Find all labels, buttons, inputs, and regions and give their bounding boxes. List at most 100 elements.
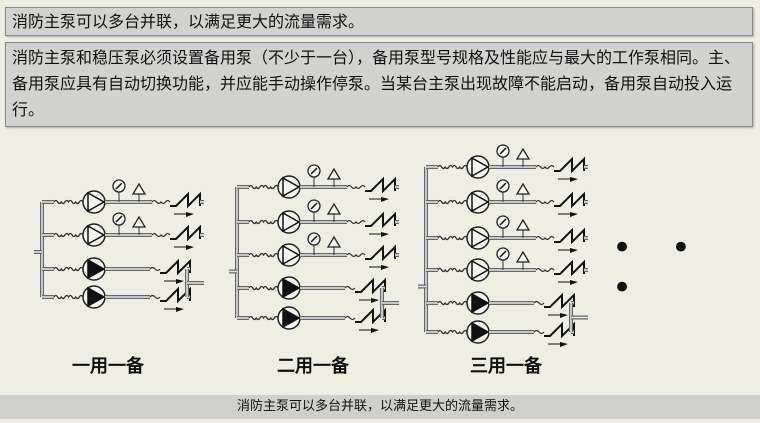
flexible-joint bbox=[535, 235, 555, 241]
standby-pump-triangle bbox=[87, 258, 106, 280]
flexible-joint bbox=[437, 300, 468, 306]
working-pump-triangle bbox=[471, 227, 490, 249]
standby-pump-triangle bbox=[87, 286, 106, 308]
flexible-joint bbox=[344, 285, 356, 291]
flow-arrow-head bbox=[381, 232, 389, 237]
working-pump-triangle bbox=[471, 191, 490, 213]
gauge-needle bbox=[115, 215, 123, 223]
working-pump-triangle bbox=[282, 244, 301, 266]
flexible-joint bbox=[248, 285, 279, 291]
check-valve-icon bbox=[544, 292, 575, 310]
relief-valve-icon bbox=[131, 215, 147, 228]
relief-valve-icon bbox=[326, 202, 342, 215]
flexible-joint bbox=[437, 267, 468, 273]
flexible-joint bbox=[53, 232, 84, 238]
diagram-label-1: 一用一备 bbox=[72, 356, 144, 377]
flexible-joint bbox=[53, 294, 84, 300]
footer-bar: 消防主泵可以多台并联，以满足更大的流量需求。 bbox=[0, 395, 760, 419]
flow-arrow-head bbox=[186, 212, 194, 217]
headline-box: 消防主泵可以多台并联，以满足更大的流量需求。 bbox=[5, 7, 753, 36]
flexible-joint bbox=[248, 219, 279, 225]
check-valve-icon bbox=[170, 191, 201, 209]
ellipsis: • • • bbox=[612, 228, 705, 308]
standby-pump-triangle bbox=[282, 277, 301, 299]
relief-valve-icon bbox=[515, 250, 531, 263]
flexible-joint bbox=[535, 164, 555, 170]
gauge-needle bbox=[499, 250, 507, 258]
check-valve-icon bbox=[554, 259, 585, 277]
gauge-needle bbox=[310, 235, 318, 243]
relief-valve-icon bbox=[326, 235, 342, 248]
flow-arrow-head bbox=[560, 342, 568, 347]
gauge-needle bbox=[115, 182, 123, 190]
gauge-needle bbox=[310, 167, 318, 175]
check-valve-icon bbox=[554, 227, 585, 245]
gauge-needle bbox=[499, 218, 507, 226]
flexible-joint bbox=[346, 219, 366, 225]
working-pump-triangle bbox=[87, 224, 106, 246]
check-valve-icon bbox=[365, 244, 396, 262]
flexible-joint bbox=[437, 329, 468, 335]
flexible-joint bbox=[248, 252, 279, 258]
flexible-joint bbox=[533, 329, 545, 335]
flow-arrow-head bbox=[176, 279, 184, 284]
standby-pump-triangle bbox=[282, 307, 301, 329]
flexible-joint bbox=[437, 164, 468, 170]
flow-arrow-head bbox=[570, 212, 578, 217]
description-text: 消防主泵和稳压泵必须设置备用泵（不少于一台），备用泵型号规格及性能应与最大的工作… bbox=[12, 48, 741, 119]
flexible-joint bbox=[346, 252, 366, 258]
flexible-joint bbox=[533, 300, 545, 306]
check-valve-icon bbox=[355, 307, 386, 325]
working-pump-triangle bbox=[471, 156, 490, 178]
check-valve-icon bbox=[544, 321, 575, 339]
relief-valve-icon bbox=[515, 218, 531, 231]
flow-arrow-head bbox=[371, 298, 379, 303]
flexible-joint bbox=[149, 294, 161, 300]
working-pump-triangle bbox=[282, 211, 301, 233]
diagram-label-3: 三用一备 bbox=[470, 356, 542, 377]
relief-valve-icon bbox=[515, 182, 531, 195]
check-valve-icon bbox=[365, 176, 396, 194]
working-pump-triangle bbox=[282, 176, 301, 198]
flexible-joint bbox=[248, 184, 279, 190]
flexible-joint bbox=[151, 199, 171, 205]
check-valve-icon bbox=[365, 211, 396, 229]
flexible-joint bbox=[53, 199, 84, 205]
relief-valve-icon bbox=[131, 182, 147, 195]
flow-arrow-head bbox=[381, 197, 389, 202]
flow-arrow-head bbox=[176, 307, 184, 312]
flow-arrow-head bbox=[371, 328, 379, 333]
flow-arrow-head bbox=[570, 177, 578, 182]
flow-arrow-head bbox=[570, 248, 578, 253]
gauge-needle bbox=[499, 182, 507, 190]
check-valve-icon bbox=[355, 277, 386, 295]
check-valve-icon bbox=[170, 224, 201, 242]
flow-arrow-head bbox=[186, 245, 194, 250]
flexible-joint bbox=[151, 232, 171, 238]
flexible-joint bbox=[437, 235, 468, 241]
flow-arrow-head bbox=[560, 313, 568, 318]
standby-pump-triangle bbox=[471, 292, 490, 314]
flexible-joint bbox=[248, 315, 279, 321]
check-valve-icon bbox=[554, 156, 585, 174]
flexible-joint bbox=[535, 267, 555, 273]
flexible-joint bbox=[437, 199, 468, 205]
flexible-joint bbox=[149, 266, 161, 272]
relief-valve-icon bbox=[515, 147, 531, 160]
flow-arrow-head bbox=[381, 265, 389, 270]
flexible-joint bbox=[53, 266, 84, 272]
flexible-joint bbox=[344, 315, 356, 321]
check-valve-icon bbox=[160, 258, 191, 276]
gauge-needle bbox=[310, 202, 318, 210]
standby-pump-triangle bbox=[471, 321, 490, 343]
relief-valve-icon bbox=[326, 167, 342, 180]
footer-text: 消防主泵可以多台并联，以满足更大的流量需求。 bbox=[236, 399, 523, 414]
flow-arrow-head bbox=[570, 280, 578, 285]
headline-text: 消防主泵可以多台并联，以满足更大的流量需求。 bbox=[12, 12, 365, 31]
working-pump-triangle bbox=[87, 191, 106, 213]
gauge-needle bbox=[499, 147, 507, 155]
flexible-joint bbox=[535, 199, 555, 205]
check-valve-icon bbox=[160, 286, 191, 304]
diagram-label-2: 二用一备 bbox=[277, 356, 349, 377]
